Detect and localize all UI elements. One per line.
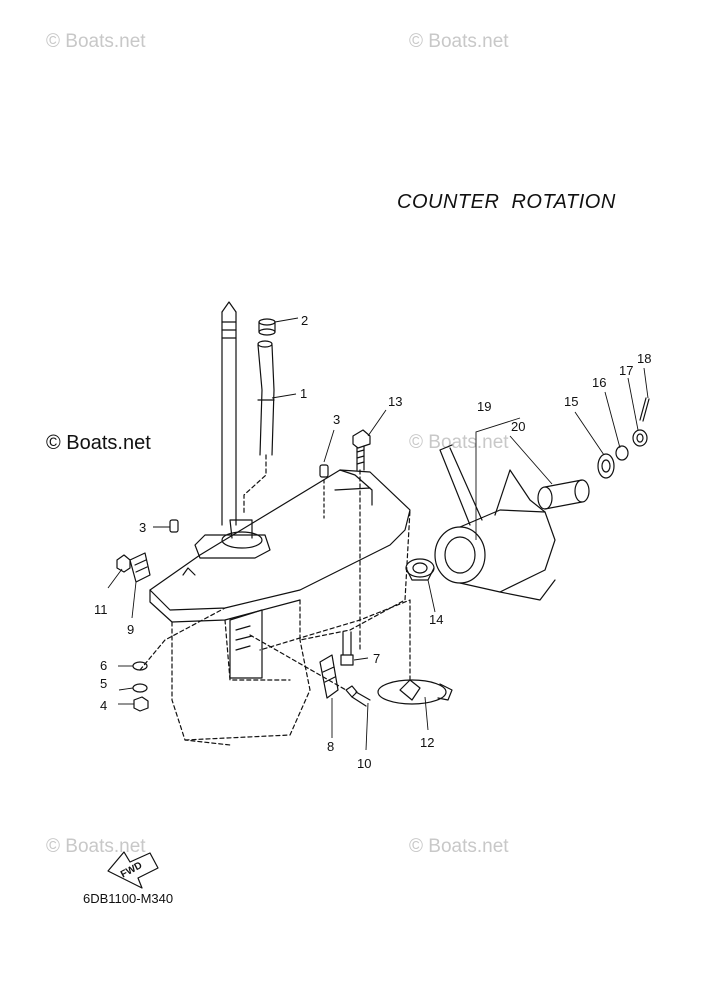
callout-1: 1 [300, 386, 307, 401]
callout-5: 5 [100, 676, 107, 691]
diagram-code: 6DB1100-M340 [83, 891, 174, 906]
grommet [258, 318, 276, 336]
callout-3a: 3 [333, 412, 340, 427]
washer-5 [132, 683, 148, 693]
callout-9: 9 [127, 622, 134, 637]
callout-14: 14 [429, 612, 443, 627]
anode-8 [319, 654, 339, 699]
callout-13: 13 [388, 394, 402, 409]
callout-3b: 3 [139, 520, 146, 535]
anode-9 [129, 552, 151, 583]
callout-2: 2 [301, 313, 308, 328]
callout-12: 12 [420, 735, 434, 750]
callout-15: 15 [564, 394, 578, 409]
spacer [537, 479, 590, 510]
callout-4: 4 [100, 698, 107, 713]
callout-17: 17 [619, 363, 633, 378]
diagram-title: COUNTER ROTATION [397, 191, 616, 213]
callout-19: 19 [477, 399, 491, 414]
trim-tab [259, 599, 453, 705]
watermark-top-left: © Boats.net [46, 31, 146, 52]
propeller [434, 444, 556, 601]
watermark-bottom-left: © Boats.net [46, 836, 146, 857]
washer-15 [597, 453, 615, 479]
bolt-4 [133, 696, 149, 712]
bolt-7 [340, 631, 354, 666]
watermark-bottom-right: © Boats.net [409, 836, 509, 857]
callout-7: 7 [373, 651, 380, 666]
thrust-washer [405, 558, 435, 581]
watermark-top-right: © Boats.net [409, 31, 509, 52]
callout-10: 10 [357, 756, 371, 771]
callout-16: 16 [592, 375, 606, 390]
water-tube [243, 340, 275, 516]
gearcase-housing [149, 469, 411, 746]
watermark-mid-right: © Boats.net [409, 432, 509, 453]
nut-11 [116, 554, 131, 573]
callout-8: 8 [327, 739, 334, 754]
washer-17 [632, 429, 648, 447]
callout-20: 20 [511, 419, 525, 434]
cotter-pin [639, 397, 650, 422]
callout-6: 6 [100, 658, 107, 673]
drive-shaft [221, 301, 237, 526]
callout-11: 11 [94, 602, 108, 617]
watermark-mid-left: © Boats.net [46, 432, 151, 454]
fwd-arrow [107, 851, 159, 889]
nut-16 [615, 445, 629, 461]
callout-18: 18 [637, 351, 651, 366]
bolt-10 [345, 685, 371, 707]
